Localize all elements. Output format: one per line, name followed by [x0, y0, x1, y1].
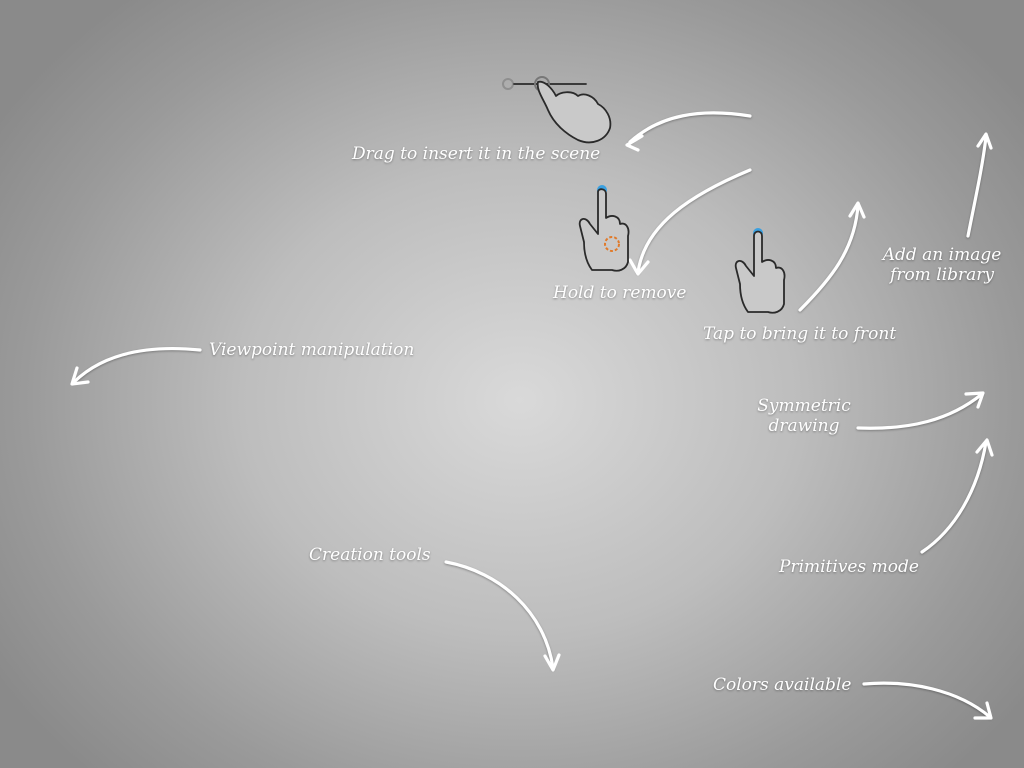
symmetric-label: Symmetric drawing — [748, 396, 860, 436]
tap-front-arrow — [798, 201, 866, 312]
creation-tools-arrow — [444, 560, 561, 672]
tap-hand-icon — [734, 228, 786, 314]
viewpoint-label: Viewpoint manipulation — [209, 340, 415, 360]
add-image-arrow — [966, 132, 993, 238]
hold-remove-arrow — [628, 168, 752, 276]
add-image-label: Add an image from library — [880, 245, 1004, 285]
hold-remove-label: Hold to remove — [553, 283, 687, 303]
symmetric-arrow — [856, 391, 985, 430]
colors-available-label: Colors available — [713, 675, 852, 695]
viewpoint-arrow — [70, 346, 202, 386]
creation-tools-label: Creation tools — [309, 545, 431, 565]
tap-front-label: Tap to bring it to front — [703, 324, 897, 344]
add-image-label-line2: from library — [890, 265, 994, 285]
drag-insert-label: Drag to insert it in the scene — [352, 144, 601, 164]
drag-hand-icon — [502, 76, 612, 144]
symmetric-label-line2: drawing — [768, 416, 840, 436]
add-image-label-line1: Add an image — [882, 245, 1002, 265]
hold-hand-icon — [578, 185, 630, 272]
symmetric-label-line1: Symmetric — [757, 396, 851, 416]
primitives-mode-label: Primitives mode — [779, 557, 919, 577]
drag-insert-arrow — [625, 111, 752, 152]
colors-arrow — [862, 681, 993, 720]
primitives-arrow — [920, 438, 994, 554]
